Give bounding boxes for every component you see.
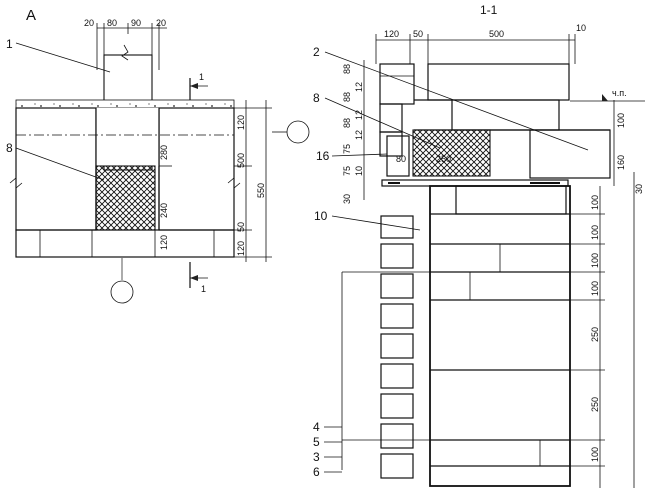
- svg-text:280: 280: [159, 145, 169, 160]
- section-dim-250: 250: [436, 154, 451, 164]
- section-element-16: [386, 135, 410, 177]
- view-a: А 20 80 90 20: [6, 7, 310, 304]
- svg-text:250: 250: [590, 327, 600, 342]
- svg-text:12: 12: [354, 110, 364, 120]
- svg-text:8: 8: [313, 91, 320, 105]
- section-level-mark: ч.п.: [570, 88, 645, 102]
- svg-text:ч.п.: ч.п.: [612, 88, 627, 98]
- svg-text:88: 88: [342, 64, 352, 74]
- view-a-callout-8: 8: [6, 141, 105, 181]
- section-callout-8: 8: [313, 91, 441, 149]
- svg-text:250: 250: [590, 397, 600, 412]
- svg-text:120: 120: [236, 241, 246, 256]
- svg-text:500: 500: [489, 29, 504, 39]
- section-title: 1-1: [480, 3, 498, 17]
- view-a-axis-bubble-right: [286, 120, 310, 144]
- svg-text:30: 30: [342, 194, 352, 204]
- svg-text:88: 88: [342, 118, 352, 128]
- view-a-block-left: [15, 107, 97, 231]
- svg-text:75: 75: [342, 144, 352, 154]
- section-brick-column: [379, 63, 415, 479]
- view-a-dim-20-right: 20: [156, 18, 166, 28]
- view-a-block-right: [158, 107, 235, 231]
- svg-text:120: 120: [384, 29, 399, 39]
- svg-text:120: 120: [236, 115, 246, 130]
- svg-text:100: 100: [590, 281, 600, 296]
- svg-text:100: 100: [590, 447, 600, 462]
- svg-text:100: 100: [590, 195, 600, 210]
- svg-text:12: 12: [354, 82, 364, 92]
- section-slab-right: [529, 129, 611, 179]
- section-right-dimensions: 100 160 30 100 100 100 100 250 250 100: [570, 100, 644, 488]
- svg-text:12: 12: [354, 130, 364, 140]
- svg-text:30: 30: [634, 184, 644, 194]
- svg-text:160: 160: [616, 155, 626, 170]
- view-a-axis-bubble-bottom: [110, 280, 134, 304]
- view-a-dim-90: 90: [131, 18, 141, 28]
- svg-text:6: 6: [313, 465, 320, 479]
- section-1-1: 1-1 120 50 500 10: [313, 3, 645, 488]
- svg-text:120: 120: [159, 235, 169, 250]
- svg-text:8: 8: [6, 141, 13, 155]
- svg-text:88: 88: [342, 92, 352, 102]
- svg-text:50: 50: [413, 29, 423, 39]
- section-callout-10: 10: [314, 209, 421, 231]
- section-wall-course-1: [455, 185, 567, 215]
- view-a-right-dimensions: 120 500 550 50 120 280 240 120: [159, 100, 272, 262]
- view-a-hatched-fill: [95, 165, 156, 231]
- svg-text:100: 100: [590, 225, 600, 240]
- svg-text:550: 550: [256, 183, 266, 198]
- view-a-callout-1: 1: [6, 37, 111, 73]
- svg-text:240: 240: [159, 203, 169, 218]
- svg-text:500: 500: [236, 153, 246, 168]
- view-a-ground-strip: [15, 99, 235, 109]
- svg-text:100: 100: [590, 253, 600, 268]
- svg-text:10: 10: [314, 209, 328, 223]
- view-a-dim-80: 80: [107, 18, 117, 28]
- view-a-top-dimensions: 20 80 90 20: [84, 18, 167, 70]
- view-a-section-mark-bottom: 1: [189, 262, 208, 294]
- view-a-title: А: [26, 7, 36, 24]
- view-a-bottom-row: [15, 229, 235, 258]
- section-block-top-1: [427, 63, 570, 101]
- section-bottom-callouts: 4 5 3 6: [313, 271, 430, 479]
- svg-text:50: 50: [236, 222, 246, 232]
- section-top-dimensions: 120 50 500 10: [375, 23, 586, 64]
- svg-text:1: 1: [201, 284, 206, 294]
- view-a-dim-20-left: 20: [84, 18, 94, 28]
- section-left-dimensions: 88 12 88 12 88 12 75 75 10 30: [342, 60, 365, 204]
- section-hatched-fill: [412, 129, 491, 177]
- svg-text:1: 1: [6, 37, 13, 51]
- svg-text:16: 16: [316, 149, 330, 163]
- section-callout-2: 2: [313, 45, 589, 151]
- svg-text:10: 10: [576, 23, 586, 33]
- svg-text:75: 75: [342, 166, 352, 176]
- section-dim-80: 80: [396, 154, 406, 164]
- view-a-section-mark-top: 1: [189, 72, 208, 100]
- svg-text:3: 3: [313, 450, 320, 464]
- svg-text:2: 2: [313, 45, 320, 59]
- svg-text:10: 10: [354, 166, 364, 176]
- section-block-top-2: [451, 99, 560, 131]
- svg-text:4: 4: [313, 420, 320, 434]
- svg-text:5: 5: [313, 435, 320, 449]
- section-callout-16: 16: [316, 149, 388, 163]
- svg-text:1: 1: [199, 72, 204, 82]
- svg-text:100: 100: [616, 113, 626, 128]
- section-main-wall: [429, 185, 571, 487]
